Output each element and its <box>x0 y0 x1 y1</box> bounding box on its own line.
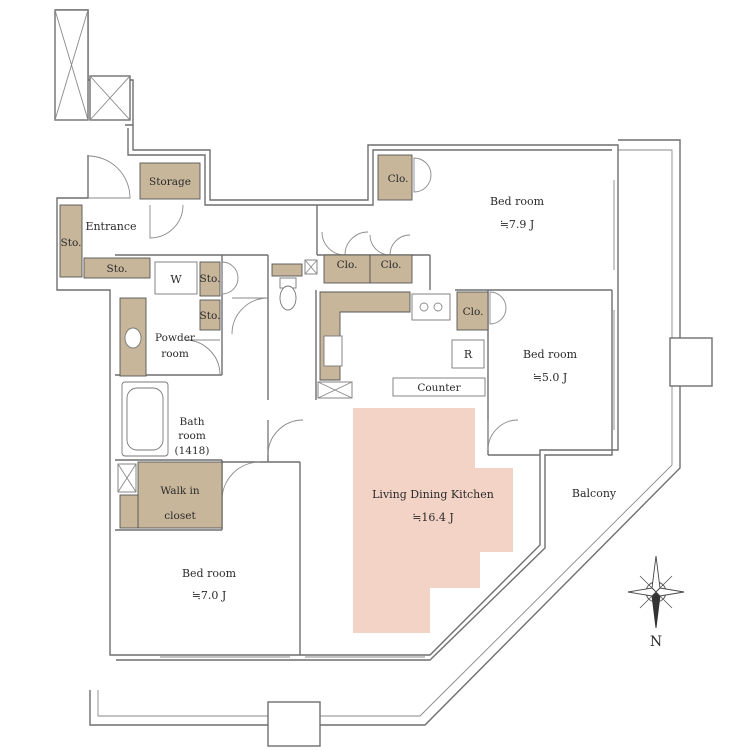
refrigerator <box>451 339 485 369</box>
clo-label-bedroom2: Clo. <box>463 306 484 318</box>
clo-upper-right <box>369 254 413 284</box>
sto-entrance-left <box>59 204 83 278</box>
balcony-label: Balcony <box>572 487 617 500</box>
clo-label-bedroom1-corner: Clo. <box>388 173 409 185</box>
balcony: Balcony <box>89 139 713 747</box>
counter-label: Counter <box>417 382 461 394</box>
walk-in-label-line2: closet <box>164 510 196 522</box>
refrigerator-label: R <box>464 348 473 361</box>
ldk-name: Living Dining Kitchen <box>372 488 494 501</box>
walk-in-label-line1: Walk in <box>160 485 200 497</box>
burner-1 <box>419 302 429 312</box>
clo-bedroom2 <box>456 291 489 331</box>
sto-hall-upper <box>199 261 221 297</box>
bedroom1-name: Bed room <box>490 195 545 208</box>
storage-label: Storage <box>149 176 191 188</box>
washer-label: W <box>170 273 182 286</box>
powder-label-line2: room <box>161 348 189 360</box>
compass-needle-up <box>651 555 661 593</box>
balcony-outdoor-unit-bottom <box>267 701 321 747</box>
bedroom2-size: ≒5.0 J <box>533 371 568 384</box>
entrance-label: Entrance <box>85 220 136 233</box>
compass-needle-right <box>655 587 685 597</box>
bedroom3-name: Bed room <box>182 567 237 580</box>
sto-label-hall-lower: Sto. <box>200 310 221 322</box>
kitchen-sink <box>323 335 343 367</box>
ldk-size: ≒16.4 J <box>412 511 454 524</box>
walk-in-closet <box>137 461 223 529</box>
kitchen: R Counter <box>304 259 486 399</box>
bath-room: Bath room (1418) <box>117 381 210 493</box>
bath-label-line1: Bath <box>180 416 205 428</box>
burner-2 <box>433 302 443 312</box>
walk-in-closet-side <box>119 494 139 529</box>
compass-needle-left <box>627 587 657 597</box>
windows <box>160 180 615 658</box>
room-labels: Entrance Bed room ≒7.9 J Bed room ≒5.0 J… <box>85 195 577 602</box>
compass: N <box>627 555 685 650</box>
washer: W <box>154 261 198 295</box>
sto-label-entrance-bottom: Sto. <box>107 263 128 275</box>
storage-block <box>139 162 201 200</box>
clo-label-upper-right: Clo. <box>381 259 402 271</box>
balcony-outdoor-unit-left <box>669 337 713 387</box>
storage-blocks: Storage Sto. Sto. Sto. Sto. Clo. Clo. Cl… <box>59 154 489 529</box>
ldk-area <box>353 408 513 633</box>
powder-room: Powder room <box>124 327 196 360</box>
clo-label-upper-left: Clo. <box>337 259 358 271</box>
bath-label-line2: room <box>178 430 206 442</box>
compass-north-label: N <box>650 634 662 650</box>
sto-hall-lower <box>199 299 221 331</box>
sto-label-hall-upper: Sto. <box>200 273 221 285</box>
bath-size-label: (1418) <box>175 445 210 457</box>
bedroom2-name: Bed room <box>523 348 578 361</box>
sto-label-entrance-left: Sto. <box>61 237 82 249</box>
compass-needle-down <box>651 591 661 629</box>
toilet-shelf <box>271 263 303 277</box>
clo-bedroom1-corner <box>377 154 413 201</box>
bedroom3-size: ≒7.0 J <box>192 589 227 602</box>
bedroom1-size: ≒7.9 J <box>500 218 535 231</box>
toilet <box>279 277 297 311</box>
sto-entrance-bottom <box>83 257 151 279</box>
exterior-walls <box>54 9 619 661</box>
counter <box>392 377 486 397</box>
stove <box>411 293 451 321</box>
powder-label-line1: Powder <box>155 332 196 344</box>
